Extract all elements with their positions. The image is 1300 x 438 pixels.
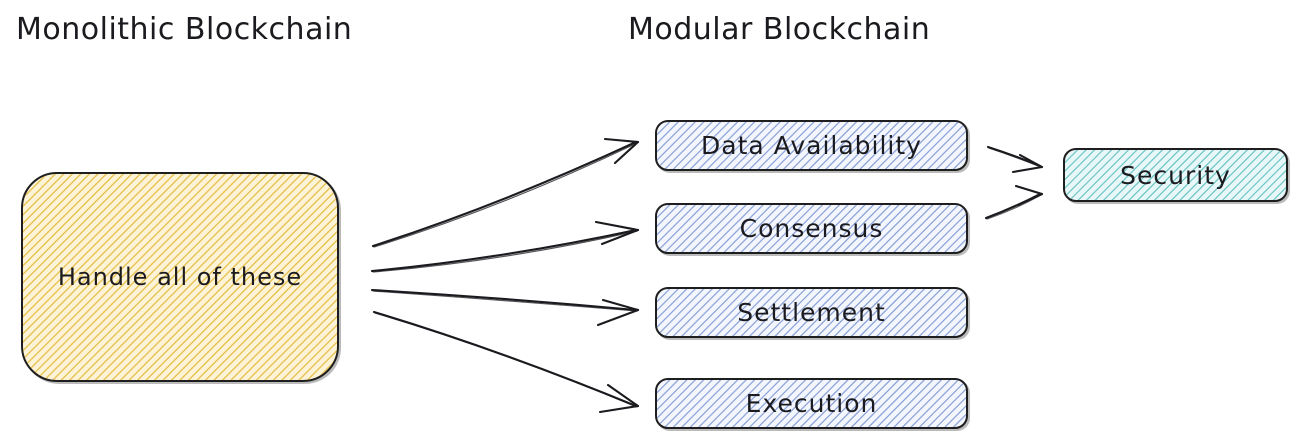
arrow-monolithic-to-data-availability xyxy=(371,137,640,248)
node-label-data-availability: Data Availability xyxy=(701,131,922,160)
node-security[interactable]: Security xyxy=(1063,148,1288,202)
node-label-consensus: Consensus xyxy=(739,214,884,243)
node-consensus[interactable]: Consensus xyxy=(655,203,968,254)
node-label-security: Security xyxy=(1120,160,1231,190)
node-settlement[interactable]: Settlement xyxy=(655,287,968,338)
arrow-monolithic-to-settlement xyxy=(370,288,640,327)
node-monolithic-handle-all-of-these[interactable]: Handle all of these xyxy=(21,172,339,382)
heading-monolithic-blockchain: Monolithic Blockchain xyxy=(16,12,353,47)
node-label-execution: Execution xyxy=(745,389,878,418)
arrow-monolithic-to-execution xyxy=(372,310,640,414)
arrow-consensus-to-security xyxy=(984,184,1044,220)
node-execution[interactable]: Execution xyxy=(655,378,968,429)
arrow-monolithic-to-consensus xyxy=(370,220,640,273)
arrow-data-availability-to-security xyxy=(986,145,1044,174)
node-label-monolithic: Handle all of these xyxy=(57,263,303,291)
node-data-availability[interactable]: Data Availability xyxy=(655,120,968,171)
heading-modular-blockchain: Modular Blockchain xyxy=(628,12,931,47)
node-label-settlement: Settlement xyxy=(737,298,886,327)
